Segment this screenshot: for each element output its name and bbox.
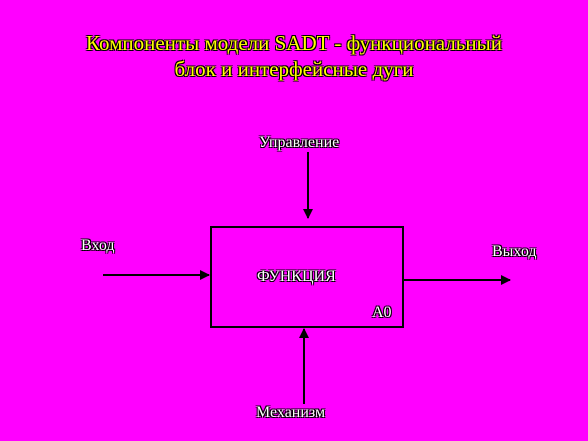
function-label: ФУНКЦИЯ — [257, 268, 336, 285]
slide-title-line-1: Компоненты модели SADT - функциональный — [86, 31, 502, 55]
slide-title-line-2: блок и интерфейсные дуги — [174, 57, 414, 81]
control-label: Управление — [259, 134, 340, 151]
input-label: Вход — [81, 237, 115, 254]
mechanism-label: Механизм — [256, 404, 326, 421]
block-id-label: А0 — [372, 304, 392, 321]
function-block — [210, 226, 404, 328]
output-label: Выход — [492, 243, 537, 260]
slide-title: Компоненты модели SADT - функциональный … — [0, 30, 588, 82]
